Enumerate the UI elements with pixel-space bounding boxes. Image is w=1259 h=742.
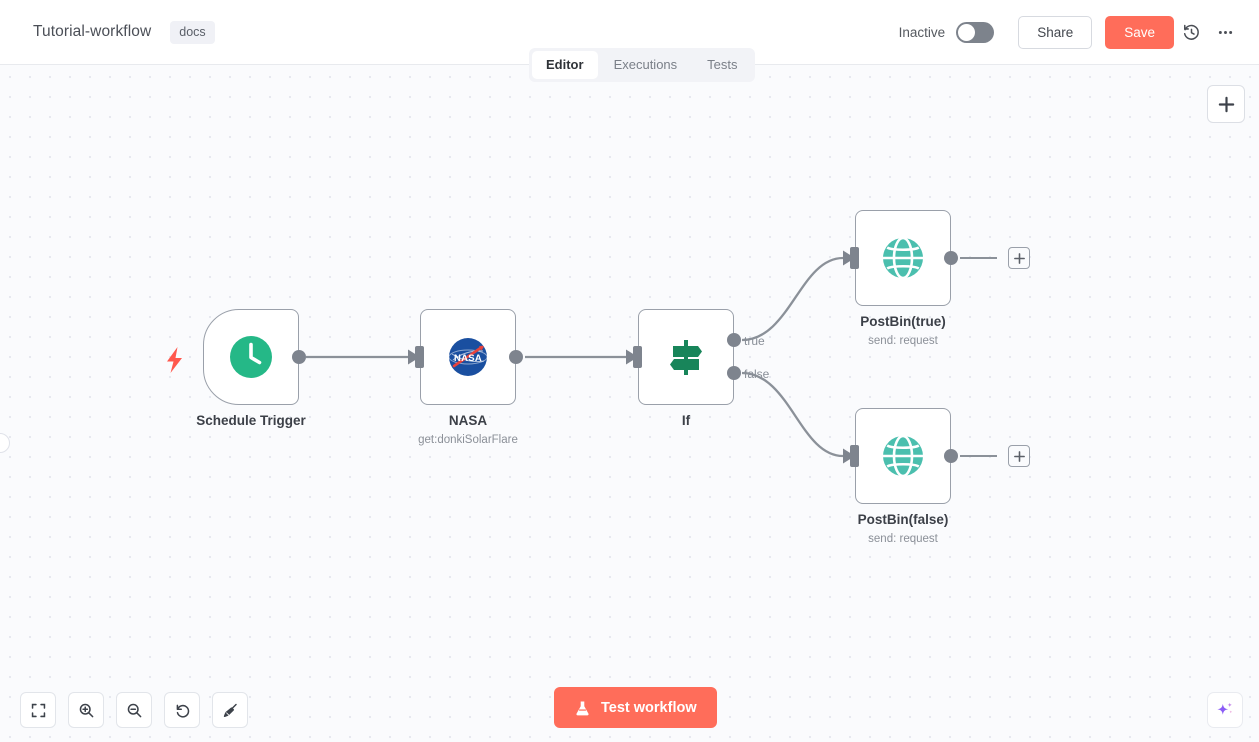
workflow-activator: Inactive xyxy=(898,21,995,43)
schedule-trigger-output-port[interactable] xyxy=(292,350,306,364)
connection-if-true-to-postbin-true xyxy=(741,250,855,342)
if-output-label-false: false xyxy=(744,367,770,381)
if-node-box[interactable] xyxy=(638,309,734,405)
postbin-true-input-port[interactable] xyxy=(850,247,859,269)
workflow-title[interactable]: Tutorial-workflow xyxy=(33,23,152,40)
share-button[interactable]: Share xyxy=(1018,15,1093,49)
trigger-bolt-icon xyxy=(165,347,185,378)
connection-if-false-to-postbin-false xyxy=(741,371,855,464)
nasa-node-box[interactable]: NASA xyxy=(420,309,516,405)
app-header: Tutorial-workflow docs Inactive Share Sa… xyxy=(0,0,1259,65)
node-subtitle-postbin-false: send: request xyxy=(868,533,938,545)
postbin-true-output-port[interactable] xyxy=(944,251,958,265)
plus-icon xyxy=(1013,450,1025,462)
save-button[interactable]: Save xyxy=(1105,15,1174,49)
connection-trigger-to-nasa xyxy=(306,349,420,365)
nasa-logo-icon: NASA xyxy=(448,338,488,376)
plus-icon xyxy=(1218,96,1234,112)
if-output-port-false[interactable] xyxy=(727,366,741,380)
if-output-label-true: true xyxy=(744,334,765,348)
if-output-port-true[interactable] xyxy=(727,333,741,347)
test-workflow-button[interactable]: Test workflow xyxy=(554,687,717,728)
undo-icon[interactable] xyxy=(164,692,200,728)
node-label-postbin-false: PostBin(false) xyxy=(857,512,949,527)
tab-editor[interactable]: Editor xyxy=(532,51,598,79)
node-subtitle-nasa: get:donkiSolarFlare xyxy=(418,434,518,446)
add-node-after-postbin-true-button[interactable] xyxy=(1008,247,1030,269)
workflow-tag-docs[interactable]: docs xyxy=(170,20,215,44)
broom-icon[interactable] xyxy=(212,692,248,728)
postbin-false-node-box[interactable] xyxy=(855,408,951,504)
nasa-input-port[interactable] xyxy=(415,346,424,368)
sparkle-icon xyxy=(1217,702,1233,715)
zoom-out-icon[interactable] xyxy=(116,692,152,728)
ellipsis-icon[interactable] xyxy=(1208,15,1242,49)
tab-executions[interactable]: Executions xyxy=(613,57,678,72)
node-nasa[interactable]: NASA NASA get:donkiSolarFlare xyxy=(415,309,523,446)
tab-tests[interactable]: Tests xyxy=(707,57,738,72)
canvas-toolbar xyxy=(20,692,248,728)
globe-icon xyxy=(883,236,923,280)
workflow-canvas[interactable]: Schedule Trigger NASA NASA get:donkiSola… xyxy=(0,65,1259,742)
history-icon[interactable] xyxy=(1174,15,1208,49)
connection-nasa-to-if xyxy=(525,349,638,365)
postbin-false-input-port[interactable] xyxy=(850,445,859,467)
header-actions: Inactive Share Save xyxy=(899,15,1259,49)
zoom-in-icon[interactable] xyxy=(68,692,104,728)
node-label-nasa: NASA xyxy=(448,413,488,428)
node-schedule-trigger[interactable]: Schedule Trigger xyxy=(167,309,306,428)
node-label-if: If xyxy=(681,413,691,428)
clock-icon xyxy=(230,336,272,378)
if-input-port[interactable] xyxy=(633,346,642,368)
test-workflow-label: Test workflow xyxy=(601,699,697,716)
toggle-knob xyxy=(958,23,976,41)
postbin-true-node-box[interactable] xyxy=(855,210,951,306)
connection-layer xyxy=(306,250,997,464)
schedule-trigger-box[interactable] xyxy=(203,309,299,405)
node-postbin-false[interactable]: PostBin(false) send: request xyxy=(850,408,958,545)
node-if[interactable]: true false If xyxy=(633,309,769,428)
view-tabs: Editor Executions Tests xyxy=(529,48,755,82)
globe-icon xyxy=(883,434,923,478)
fit-screen-icon[interactable] xyxy=(20,692,56,728)
add-node-after-postbin-false-button[interactable] xyxy=(1008,445,1030,467)
node-subtitle-postbin-true: send: request xyxy=(868,335,938,347)
activate-workflow-toggle[interactable] xyxy=(956,21,995,43)
ai-assistant-button[interactable] xyxy=(1207,692,1243,728)
activator-status-label: Inactive xyxy=(898,24,946,40)
node-label-postbin-true: PostBin(true) xyxy=(860,314,946,329)
node-postbin-true[interactable]: PostBin(true) send: request xyxy=(850,210,958,347)
signpost-icon xyxy=(670,340,702,375)
flask-icon xyxy=(576,699,589,715)
postbin-false-output-port[interactable] xyxy=(944,449,958,463)
svg-text:NASA: NASA xyxy=(454,353,482,364)
node-label-schedule-trigger: Schedule Trigger xyxy=(196,413,306,428)
open-nodes-panel-button[interactable] xyxy=(1207,85,1245,123)
nasa-output-port[interactable] xyxy=(509,350,523,364)
plus-icon xyxy=(1013,252,1025,264)
